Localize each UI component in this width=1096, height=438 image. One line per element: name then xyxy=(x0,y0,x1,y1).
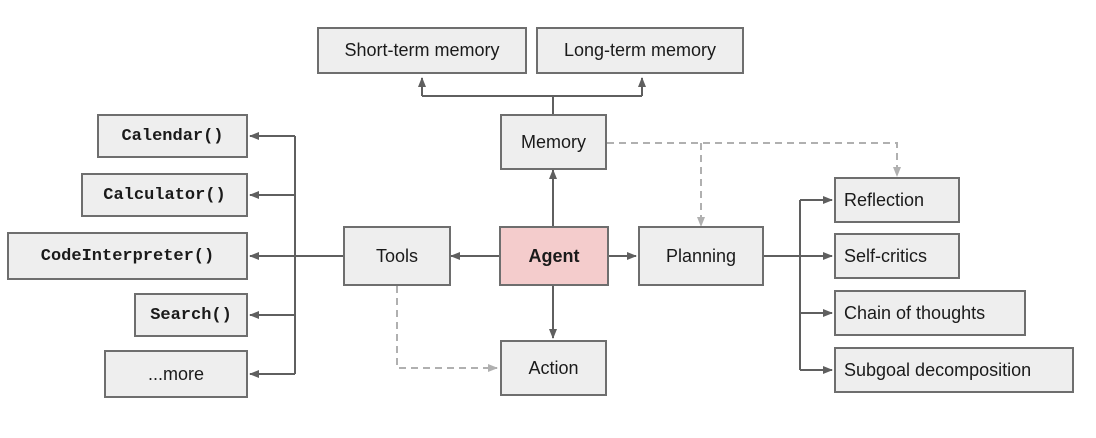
planning-branch-connector xyxy=(764,196,833,374)
tools-box: Tools xyxy=(343,226,451,286)
chain-of-thoughts-box: Chain of thoughts xyxy=(834,290,1026,336)
reflection-box: Reflection xyxy=(834,177,960,223)
agent-connectors xyxy=(450,169,637,339)
more-tools-box: ...more xyxy=(104,350,248,398)
code-interpreter-tool-box: CodeInterpreter() xyxy=(7,232,248,280)
long-term-memory-box: Long-term memory xyxy=(536,27,744,74)
memory-to-stores-connector xyxy=(418,77,646,114)
calculator-tool-box: Calculator() xyxy=(81,173,248,217)
search-tool-box: Search() xyxy=(134,293,248,337)
subgoal-decomposition-box: Subgoal decomposition xyxy=(834,347,1074,393)
agent-box: Agent xyxy=(499,226,609,286)
memory-box: Memory xyxy=(500,114,607,170)
self-critics-box: Self-critics xyxy=(834,233,960,279)
tools-branch-connector xyxy=(249,132,343,378)
calendar-tool-box: Calendar() xyxy=(97,114,248,158)
planning-box: Planning xyxy=(638,226,764,286)
dashed-connectors xyxy=(396,142,901,372)
short-term-memory-box: Short-term memory xyxy=(317,27,527,74)
action-box: Action xyxy=(500,340,607,396)
